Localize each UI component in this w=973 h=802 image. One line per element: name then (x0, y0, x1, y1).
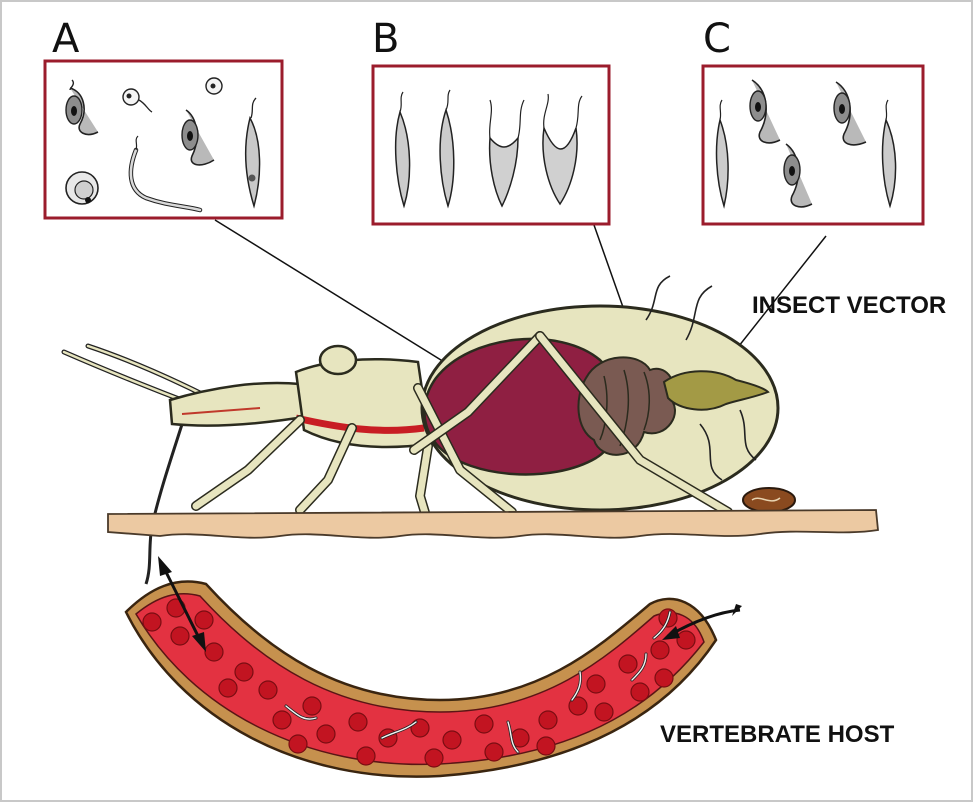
panel-c (703, 66, 923, 224)
insect-vector (64, 276, 778, 584)
faeces (743, 488, 795, 512)
blood-vessel (126, 582, 716, 777)
panel-a (45, 61, 282, 218)
panel-letter-a: A (52, 16, 80, 62)
label-insect-vector: INSECT VECTOR (752, 292, 946, 319)
panel-letter-c: C (703, 16, 731, 62)
panel-letter-b: B (372, 16, 399, 62)
skin-surface (108, 510, 878, 538)
blood-lumen (136, 594, 704, 765)
insect-thorax (296, 359, 430, 447)
label-vertebrate-host: VERTEBRATE HOST (660, 721, 895, 748)
panel-b (373, 66, 609, 224)
proboscis (146, 418, 184, 584)
